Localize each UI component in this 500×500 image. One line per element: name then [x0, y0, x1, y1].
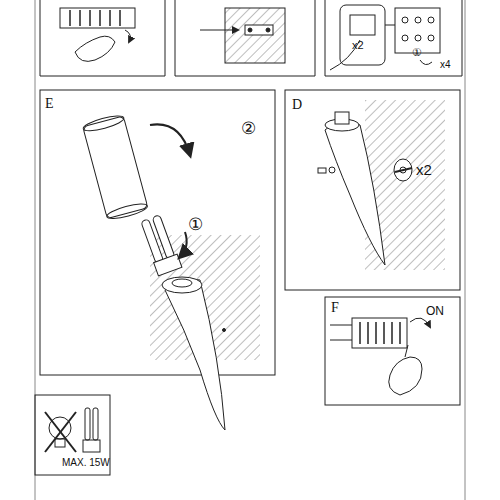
quantity-mark: x2 — [416, 162, 432, 177]
quantity-mark: x4 — [440, 60, 451, 70]
step-number: ① — [188, 216, 203, 233]
quantity-mark: x2 — [352, 40, 364, 51]
switch-label: ON — [426, 305, 444, 317]
step-number: ① — [412, 47, 422, 58]
step-letter: E — [45, 97, 54, 111]
step-letter: F — [331, 301, 339, 315]
wattage-label: MAX. 15W — [62, 458, 110, 468]
step-number: ② — [241, 120, 256, 137]
step-letter: D — [292, 98, 302, 112]
